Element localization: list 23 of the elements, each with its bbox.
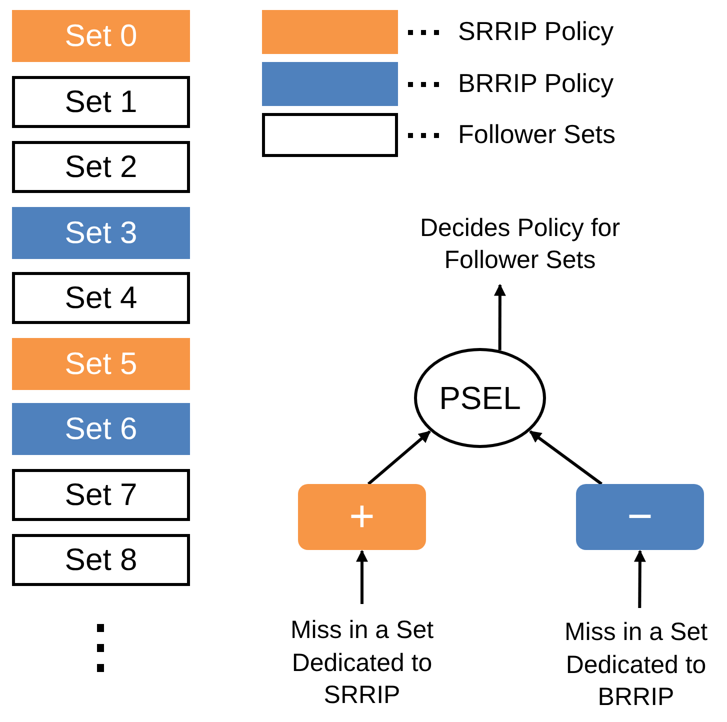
description-text: Miss in a Set Dedicated to BRRIP <box>545 608 727 722</box>
set-box: Set 6 <box>12 403 190 455</box>
counter-box: + <box>298 484 426 550</box>
arrow <box>494 284 506 350</box>
set-box: Set 8 <box>12 534 190 586</box>
arrow <box>367 430 431 486</box>
arrow <box>634 550 646 608</box>
arrow <box>529 430 602 486</box>
set-box: Set 4 <box>12 272 190 324</box>
set-box: Set 1 <box>12 76 190 128</box>
set-box: Set 3 <box>12 207 190 259</box>
description-text: Miss in a Set Dedicated to SRRIP <box>262 604 462 722</box>
set-box: Set 5 <box>12 338 190 390</box>
description-text: Decides Policy for Follower Sets <box>390 204 650 284</box>
set-box: Set 2 <box>12 141 190 193</box>
legend-label: SRRIP Policy <box>458 16 614 47</box>
legend-label: Follower Sets <box>458 119 616 150</box>
psel-ellipse: PSEL <box>414 348 546 448</box>
counter-box: − <box>576 484 704 550</box>
set-box: Set 7 <box>12 469 190 521</box>
legend-label: BRRIP Policy <box>458 68 614 99</box>
set-box: Set 0 <box>12 10 190 62</box>
arrow <box>356 550 368 604</box>
